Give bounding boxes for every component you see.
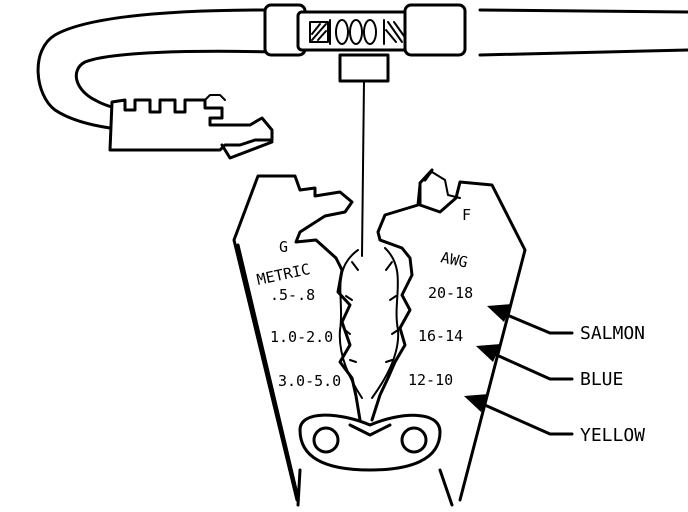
metric-size-1: .5-.8 xyxy=(270,286,315,304)
color-legend: SALMON BLUE YELLOW xyxy=(580,323,645,446)
awg-size-2: 16-14 xyxy=(418,327,463,345)
label-f: F xyxy=(462,206,471,224)
label-awg: AWG xyxy=(439,248,469,271)
jaw-labels: G F METRIC AWG .5-.8 1.0-2.0 3.0-5.0 20-… xyxy=(255,206,473,390)
metric-size-3: 3.0-5.0 xyxy=(278,372,341,390)
awg-size-1: 20-18 xyxy=(428,284,473,302)
terminal-connector xyxy=(108,94,274,160)
label-g: G xyxy=(279,238,288,256)
awg-size-3: 12-10 xyxy=(408,371,453,389)
legend-yellow: YELLOW xyxy=(580,425,645,446)
metric-size-2: 1.0-2.0 xyxy=(270,328,333,346)
legend-salmon: SALMON xyxy=(580,323,645,344)
splice-connector xyxy=(263,3,467,257)
legend-blue: BLUE xyxy=(580,369,623,390)
crimp-tool xyxy=(232,168,527,507)
label-metric: METRIC xyxy=(255,260,312,289)
cable xyxy=(36,8,688,130)
legend-arrows xyxy=(464,304,574,436)
